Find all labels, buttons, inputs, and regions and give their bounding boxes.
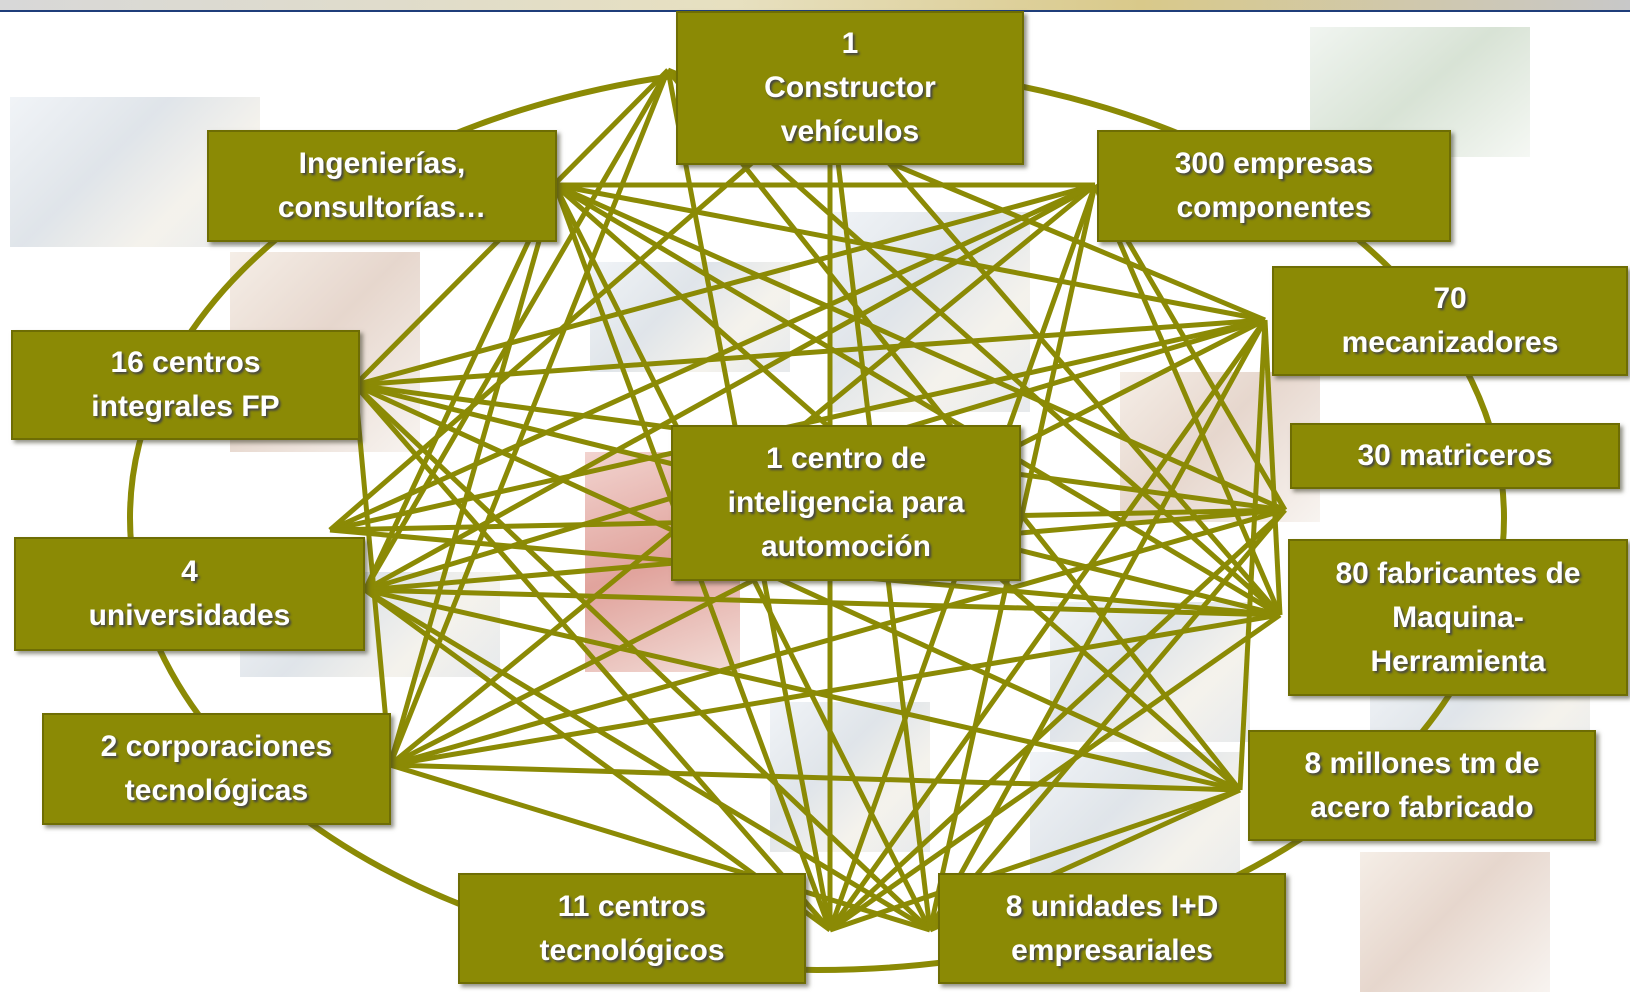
node-acero-line-2: acero fabricado [1310,790,1534,824]
node-acero-line-1: 8 millones tm de [1304,746,1540,780]
link-38 [827,318,1268,932]
node-fp-line-1: 16 centros [110,346,261,379]
link-46 [1092,184,1283,616]
node-constructor-line-2: Constructor [764,71,936,104]
link-26 [364,587,1281,618]
node-idempresas: 8 unidades I+D empresariales [938,873,1286,984]
link-33 [389,612,1281,768]
node-constructor-line-1: 1 [841,27,859,60]
link-40 [829,787,1241,933]
node-mecanizadores: 70 mecanizadores [1272,266,1628,376]
link-54 [328,182,1097,533]
node-universidades-line-1: 4 [181,555,198,588]
node-constructor: 1 Constructor vehículos [676,11,1024,165]
link-24 [363,182,1097,593]
node-ingenierias: Ingenierías, consultorías… [207,130,557,242]
node-tecnologicos-line-1: 11 centros [557,889,707,923]
link-39 [828,612,1282,933]
node-universidades: 4 universidades [14,537,365,651]
node-mecanizadores-line-1: 70 [1433,282,1467,315]
link-16 [354,182,1096,388]
node-corporaciones: 2 corporaciones tecnológicas [42,713,391,825]
link-28 [363,587,932,933]
node-centro-line-2: inteligencia para [727,486,965,519]
node-corporaciones-line-2: tecnológicas [124,774,309,807]
node-componentes-line-1: 300 empresas [1174,147,1374,180]
node-idempresas-line-1: 8 unidades I+D [1005,889,1219,923]
link-44 [928,508,1287,932]
node-fp: 16 centros integrales FP [11,330,360,440]
node-ingenierias-line-2: consultorías… [277,191,487,224]
link-1 [362,68,671,592]
node-acero: 8 millones tm de acero fabricado [1248,730,1596,841]
link-41 [828,508,1287,932]
node-tecnologicos: 11 centros tecnológicos [458,873,806,984]
link-43 [927,318,1268,932]
link-23 [352,384,393,766]
node-constructor-line-3: vehículos [780,115,920,148]
link-49 [1237,319,1268,791]
node-fp-line-2: integrales FP [91,390,280,423]
link-9 [553,182,1287,513]
node-mecanizadores-line-2: mecanizadores [1341,326,1559,359]
node-matriceros: 30 matriceros [1290,423,1620,489]
node-tecnologicos-line-2: tecnológicos [539,933,725,967]
node-corporaciones-line-1: 2 corporaciones [100,730,333,763]
node-universidades-line-2: universidades [88,599,291,632]
node-maquina-line-3: Herramienta [1370,644,1546,678]
link-53 [828,93,1282,617]
node-centro: 1 centro de inteligencia para automoción [671,425,1021,581]
link-8 [554,182,1266,323]
link-34 [389,762,1241,793]
node-maquina-line-2: Maquina- [1392,600,1524,634]
node-idempresas-line-2: empresariales [1011,933,1213,967]
node-matriceros-line-1: 30 matriceros [1357,439,1553,472]
node-centro-line-3: automoción [761,530,931,563]
photo-car-assembly [1360,852,1550,992]
link-52 [328,93,832,532]
node-ingenierias-line-1: Ingenierías, [298,147,466,180]
link-30 [364,587,1241,793]
link-20 [353,383,832,932]
link-13 [387,184,558,766]
link-48 [1262,319,1283,616]
node-componentes-line-2: componentes [1176,191,1372,224]
node-centro-line-1: 1 centro de [765,442,927,475]
link-14 [362,183,558,592]
node-componentes: 300 empresas componentes [1097,130,1451,242]
node-maquina: 80 fabricantes de Maquina- Herramienta [1288,539,1628,696]
node-maquina-line-1: 80 fabricantes de [1335,556,1581,590]
